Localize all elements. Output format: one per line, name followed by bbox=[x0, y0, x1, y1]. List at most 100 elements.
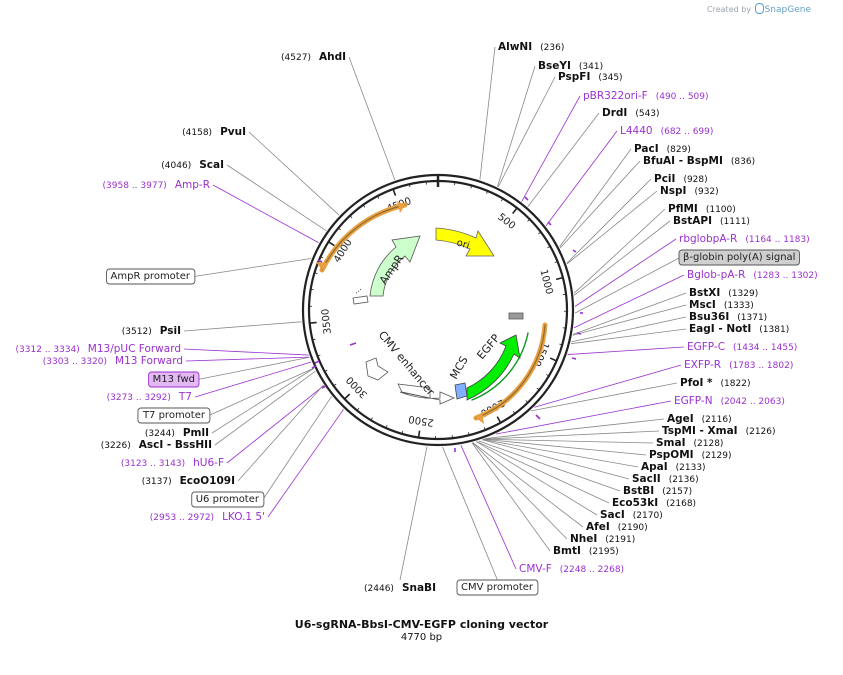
leader-line bbox=[573, 274, 685, 329]
primer-label: EGFP-N(2042 .. 2063) bbox=[674, 395, 785, 407]
leader-line bbox=[476, 441, 610, 504]
enzyme-text: SmaI(2128) bbox=[656, 437, 723, 449]
enzyme-text: MscI(1333) bbox=[689, 299, 754, 311]
leader-line bbox=[472, 442, 568, 540]
primer-arrows bbox=[316, 201, 548, 424]
enzyme-text: (4046)ScaI bbox=[161, 159, 224, 171]
outer-labels: AlwNI(236) BseYI(341)PspFI(345) pBR322ori-… bbox=[16, 41, 818, 596]
primer-text: EXFP-R(1783 .. 1802) bbox=[684, 359, 793, 371]
enzyme-text: DrdI(543) bbox=[602, 107, 660, 119]
enzyme-label: PspFI(345) bbox=[558, 71, 623, 83]
feature-box-label: M13 fwd bbox=[148, 371, 200, 388]
leader-line bbox=[212, 184, 319, 244]
enzyme-text: NheI(2191) bbox=[570, 533, 635, 545]
enzyme-label: ApaI(2133) bbox=[641, 461, 706, 473]
enzyme-text: (3137)EcoO109I bbox=[142, 475, 235, 487]
leader-line bbox=[482, 439, 630, 480]
leader-line bbox=[534, 364, 682, 408]
leader-line bbox=[197, 356, 310, 380]
enzyme-label: (4527)AhdI bbox=[281, 51, 346, 63]
feature-egfp bbox=[466, 334, 521, 401]
snapgene-credit: Created by SnapGene bbox=[707, 3, 811, 15]
primer-text: pBR322ori-F(490 .. 509) bbox=[583, 90, 709, 102]
feature-box-label: T7 promoter bbox=[137, 407, 211, 424]
label-leader-lines bbox=[183, 46, 687, 581]
leader-line bbox=[497, 65, 536, 187]
enzyme-label: (2446)SnaBI bbox=[364, 582, 436, 594]
leader-line bbox=[572, 292, 687, 335]
enzyme-label: BstXI(1329) bbox=[689, 287, 758, 299]
primer-label: rbglobpA-R(1164 .. 1183) bbox=[679, 233, 810, 245]
map-title: U6-sgRNA-BbsI-CMV-EGFP cloning vector bbox=[294, 618, 549, 631]
leader-line bbox=[183, 321, 302, 332]
enzyme-label: PspOMI(2129) bbox=[649, 449, 732, 461]
enzyme-label: SacI(2170) bbox=[600, 509, 663, 521]
enzyme-label: AfeI(2190) bbox=[586, 521, 648, 533]
enzyme-label: (3512)PsiI bbox=[122, 325, 181, 337]
enzyme-text: (4527)AhdI bbox=[281, 51, 346, 63]
tick-label: 1000 bbox=[537, 268, 554, 295]
enzyme-label: (3244)PmlI bbox=[145, 427, 209, 439]
leader-line bbox=[183, 348, 309, 356]
enzyme-text: SacI(2170) bbox=[600, 509, 663, 521]
enzyme-label: (4046)ScaI bbox=[161, 159, 224, 171]
primer-label: (2953 .. 2972)LKO.1 5' bbox=[150, 511, 265, 523]
primer-text: (3273 .. 3292)T7 bbox=[107, 391, 192, 403]
leader-line bbox=[566, 190, 658, 265]
primer-label: pBR322ori-F(490 .. 509) bbox=[583, 90, 709, 102]
feature-label-mcs: MCS bbox=[447, 354, 470, 381]
leader-line bbox=[482, 439, 639, 468]
enzyme-text: BmtI(2195) bbox=[553, 545, 619, 557]
leader-line bbox=[211, 367, 315, 434]
enzyme-text: PspFI(345) bbox=[558, 71, 623, 83]
primer-text: (3958 .. 3977)Amp-R bbox=[103, 179, 210, 191]
enzyme-label: BmtI(2195) bbox=[553, 545, 619, 557]
feature-box-text: AmpR promoter bbox=[111, 271, 191, 282]
primer-text: EGFP-C(1434 .. 1455) bbox=[687, 341, 797, 353]
enzyme-text: (3512)PsiI bbox=[122, 325, 181, 337]
primer-label: (3123 .. 3143)hU6-F bbox=[121, 457, 224, 469]
leader-line bbox=[567, 346, 685, 355]
tick-label: 3500 bbox=[320, 308, 334, 334]
credit-prefix: Created by bbox=[707, 5, 752, 14]
primer-label: (3958 .. 3977)Amp-R bbox=[103, 179, 210, 191]
feature-box bbox=[137, 407, 211, 424]
enzyme-text: NspI(932) bbox=[660, 185, 719, 197]
primer-text: (3303 .. 3320)M13 Forward bbox=[43, 355, 183, 367]
leader-line bbox=[574, 238, 677, 307]
primer-text: Bglob-pA-R(1283 .. 1302) bbox=[687, 269, 818, 281]
leader-line bbox=[496, 400, 672, 435]
enzyme-label: PciI(928) bbox=[654, 173, 708, 185]
leader-line bbox=[574, 257, 681, 314]
leader-line bbox=[185, 356, 310, 362]
feature-box-text: T7 promoter bbox=[142, 410, 206, 421]
leader-line bbox=[479, 46, 496, 180]
leader-line bbox=[521, 95, 581, 202]
feature-box bbox=[191, 491, 265, 508]
enzyme-text: BseYI(341) bbox=[538, 60, 603, 72]
primer-text: CMV-F(2248 .. 2268) bbox=[519, 563, 624, 575]
enzyme-label: PfoI *(1822) bbox=[680, 377, 750, 389]
leader-line bbox=[226, 385, 325, 464]
leader-line bbox=[545, 130, 618, 227]
leader-line bbox=[460, 444, 517, 570]
leader-line bbox=[208, 367, 315, 416]
leader-line bbox=[262, 396, 332, 500]
leader-line bbox=[226, 164, 327, 232]
leader-line bbox=[267, 409, 344, 518]
map-length: 4770 bp bbox=[400, 632, 443, 643]
enzyme-text: SacII(2136) bbox=[632, 473, 699, 485]
enzyme-label: AlwNI(236) bbox=[498, 41, 564, 53]
enzyme-text: (3226)AscI - BssHII bbox=[101, 439, 212, 451]
primer-text: (3123 .. 3143)hU6-F bbox=[121, 457, 224, 469]
enzyme-text: (3244)PmlI bbox=[145, 427, 209, 439]
enzyme-label: SacII(2136) bbox=[632, 473, 699, 485]
primer-label: CMV-F(2248 .. 2268) bbox=[519, 563, 624, 575]
leader-line bbox=[214, 370, 316, 446]
enzyme-label: EagI - NotI(1381) bbox=[689, 323, 789, 335]
leader-line bbox=[399, 446, 428, 581]
primer-label: (3303 .. 3320)M13 Forward bbox=[43, 355, 183, 367]
feature-box-text: M13 fwd bbox=[153, 374, 195, 385]
tick-label: 2500 bbox=[408, 413, 435, 428]
primer-label: EXFP-R(1783 .. 1802) bbox=[684, 359, 793, 371]
